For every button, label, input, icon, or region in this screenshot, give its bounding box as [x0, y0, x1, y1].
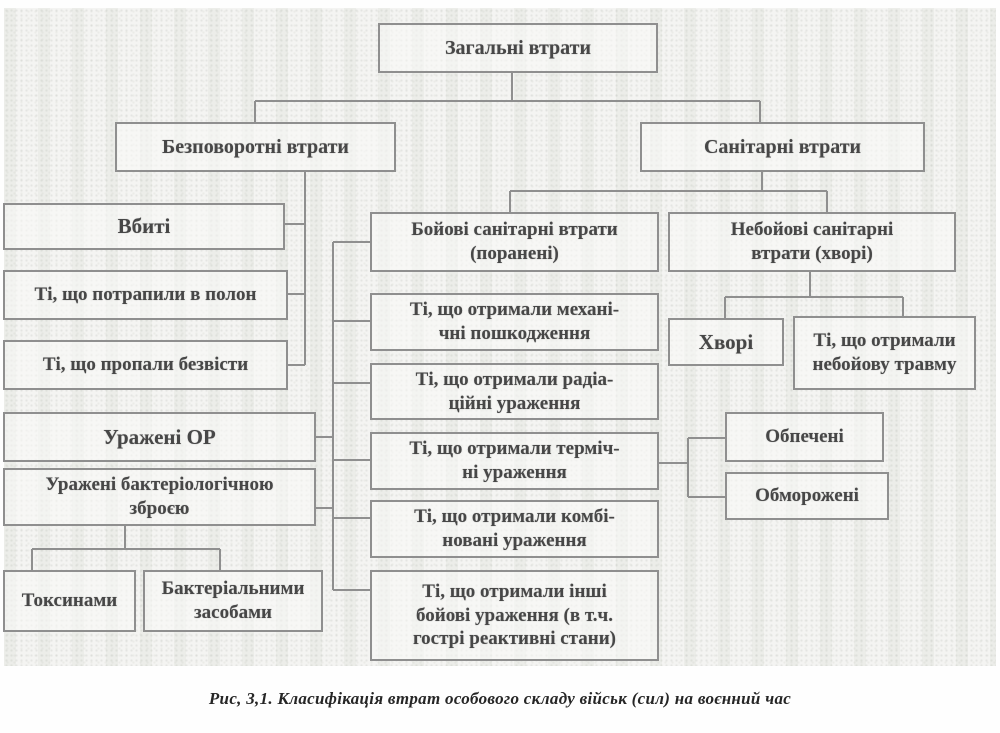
node-frostbitten: Обморожені	[725, 472, 889, 520]
node-chemical-agent-casualties: Уражені ОР	[3, 412, 316, 462]
node-sanitary-losses: Санітарні втрати	[640, 122, 925, 172]
node-radiation-injuries: Ті, що отримали радіа- ційні ураження	[370, 363, 659, 420]
node-total-losses: Загальні втрати	[378, 23, 658, 73]
node-thermal-injuries: Ті, що отримали терміч- ні ураження	[370, 432, 659, 490]
node-toxins: Токсинами	[3, 570, 136, 632]
figure-caption: Рис, 3,1. Класифікація втрат особового с…	[208, 689, 792, 708]
node-biological-weapon-casualties: Уражені бактеріологічною зброєю	[3, 468, 316, 526]
node-irretrievable-losses: Безповоротні втрати	[115, 122, 396, 172]
node-captured: Ті, що потрапили в полон	[3, 270, 288, 320]
node-missing: Ті, що пропали безвісти	[3, 340, 288, 390]
node-noncombat-trauma: Ті, що отримали небойову травму	[793, 316, 976, 390]
node-burned: Обпечені	[725, 412, 884, 462]
node-combined-injuries: Ті, що отримали комбі- новані ураження	[370, 500, 659, 558]
node-bacterial-agents: Бактеріальними засобами	[143, 570, 323, 632]
node-combat-sanitary-losses: Бойові санітарні втрати (поранені)	[370, 212, 659, 272]
node-sick: Хворі	[668, 318, 784, 366]
node-mechanical-injuries: Ті, що отримали механі- чні пошкодження	[370, 293, 659, 351]
node-killed: Вбиті	[3, 203, 285, 250]
node-noncombat-sanitary-losses: Небойові санітарні втрати (хворі)	[668, 212, 956, 272]
node-other-combat-injuries: Ті, що отримали інші бойові ураження (в …	[370, 570, 659, 661]
